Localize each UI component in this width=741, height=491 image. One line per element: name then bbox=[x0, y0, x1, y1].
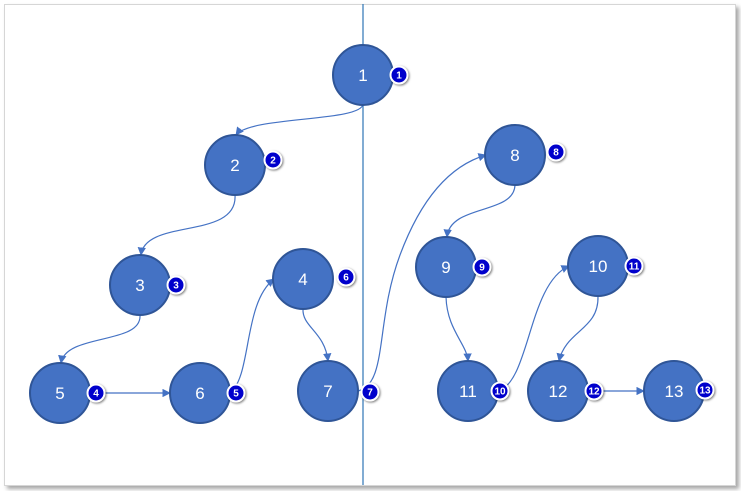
node-label: 9 bbox=[441, 258, 450, 277]
node-label: 13 bbox=[665, 382, 684, 401]
edge-11-to-10 bbox=[497, 265, 570, 392]
node-label: 3 bbox=[135, 276, 144, 295]
node-label: 7 bbox=[323, 382, 332, 401]
order-badge-label: 1 bbox=[396, 71, 402, 82]
edge-1-to-2 bbox=[235, 103, 364, 136]
order-badge bbox=[336, 267, 356, 287]
order-badge-label: 5 bbox=[233, 389, 239, 400]
node-11: 11 10 bbox=[437, 360, 510, 422]
order-badge bbox=[584, 381, 604, 401]
order-badge-label: 13 bbox=[699, 386, 711, 397]
order-badge bbox=[624, 256, 644, 276]
order-badge bbox=[263, 150, 283, 170]
edge-2-to-3 bbox=[137, 194, 236, 256]
node-circle bbox=[297, 360, 359, 422]
node-label: 12 bbox=[549, 382, 568, 401]
node-12: 12 12 bbox=[527, 360, 604, 422]
order-badge bbox=[490, 381, 510, 401]
node-label: 2 bbox=[230, 156, 239, 175]
node-label: 10 bbox=[589, 257, 608, 276]
edge-8-to-9 bbox=[443, 184, 516, 238]
order-badge-label: 3 bbox=[173, 281, 179, 292]
order-badge bbox=[226, 383, 246, 403]
order-badge bbox=[389, 65, 409, 85]
order-badge-label: 12 bbox=[588, 387, 600, 398]
order-badge-label: 9 bbox=[479, 263, 485, 274]
order-badge-label: 4 bbox=[93, 389, 99, 400]
node-label: 4 bbox=[298, 270, 307, 289]
edge-7-to-8 bbox=[357, 153, 487, 392]
node-label: 8 bbox=[510, 146, 519, 165]
node-label: 11 bbox=[459, 382, 477, 401]
node-label: 1 bbox=[358, 66, 367, 85]
edge-9-to-11 bbox=[445, 296, 472, 362]
edges-layer bbox=[58, 103, 645, 398]
edge-6-to-4 bbox=[229, 278, 275, 394]
edge-3-to-5 bbox=[58, 314, 141, 364]
order-badge bbox=[360, 382, 380, 402]
edge-10-to-12 bbox=[556, 295, 599, 362]
node-label: 6 bbox=[195, 384, 204, 403]
order-badge bbox=[546, 142, 566, 162]
node-10: 10 11 bbox=[567, 235, 644, 297]
order-badge-label: 10 bbox=[494, 387, 506, 398]
order-badge-label: 6 bbox=[343, 273, 349, 284]
node-label: 5 bbox=[55, 384, 64, 403]
order-badge-label: 7 bbox=[367, 388, 373, 399]
order-badge bbox=[166, 275, 186, 295]
node-circle bbox=[484, 124, 546, 186]
node-circle bbox=[272, 248, 334, 310]
order-badge bbox=[86, 383, 106, 403]
order-badge-label: 11 bbox=[629, 262, 640, 273]
order-badge-label: 8 bbox=[553, 148, 559, 159]
order-badge bbox=[472, 257, 492, 277]
order-badge-label: 2 bbox=[270, 156, 276, 167]
edge-4-to-7 bbox=[302, 308, 332, 362]
node-13: 13 13 bbox=[643, 360, 715, 422]
order-badge bbox=[695, 380, 715, 400]
